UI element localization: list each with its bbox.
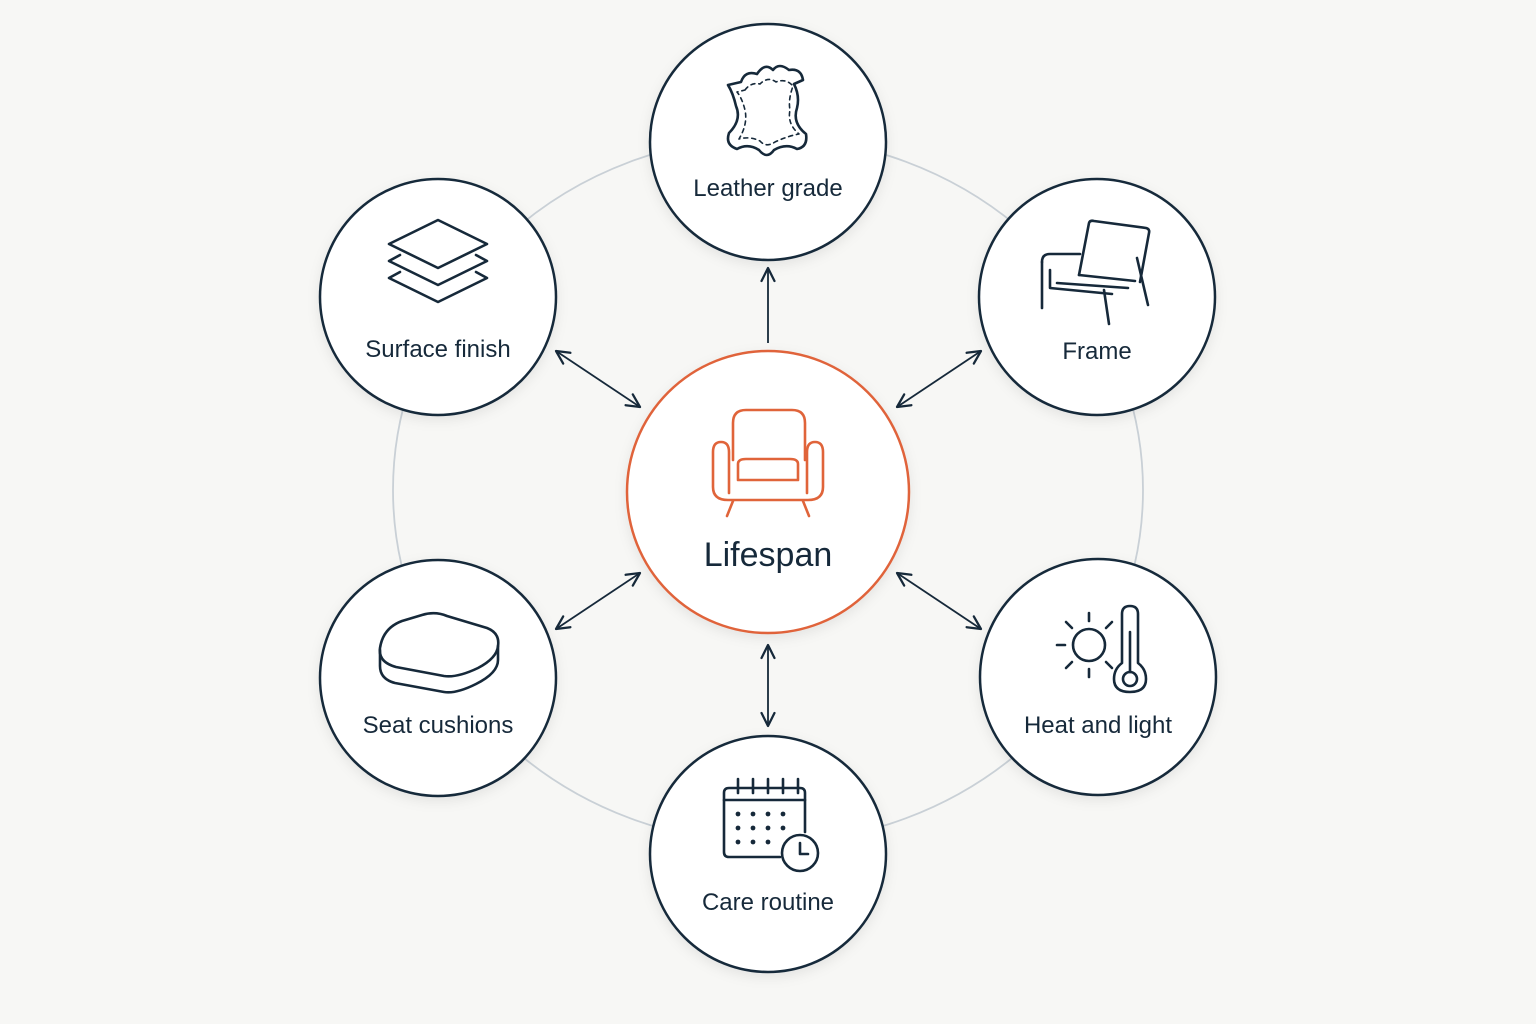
node-label-seat-cushions: Seat cushions bbox=[363, 712, 514, 739]
armchair-icon bbox=[711, 408, 825, 518]
node-label-care-routine: Care routine bbox=[702, 889, 834, 916]
node-label-surface-finish: Surface finish bbox=[365, 336, 510, 363]
connector-seat-cushions bbox=[554, 571, 642, 631]
connector-surface-finish bbox=[554, 349, 642, 409]
node-care-routine: Care routine bbox=[648, 734, 888, 974]
center-node-lifespan: Lifespan bbox=[625, 349, 911, 635]
node-label-leather-grade: Leather grade bbox=[693, 175, 842, 202]
cushion-icon bbox=[378, 611, 500, 694]
sun-thermometer-icon bbox=[1055, 604, 1148, 694]
node-label-frame: Frame bbox=[1062, 338, 1131, 365]
connector-heat-and-light bbox=[895, 571, 983, 631]
connector-frame bbox=[895, 349, 983, 409]
node-frame: Frame bbox=[977, 177, 1217, 417]
node-seat-cushions: Seat cushions bbox=[318, 558, 558, 798]
leather-hide-icon bbox=[726, 64, 808, 157]
node-leather-grade: Leather grade bbox=[648, 22, 888, 262]
calendar-clock-icon bbox=[722, 777, 820, 873]
node-surface-finish: Surface finish bbox=[318, 177, 558, 417]
chair-frame-icon bbox=[1040, 219, 1151, 326]
connectors bbox=[554, 266, 983, 728]
layers-icon bbox=[387, 218, 489, 304]
center-label: Lifespan bbox=[704, 536, 833, 574]
node-label-heat-and-light: Heat and light bbox=[1024, 712, 1172, 739]
node-heat-and-light: Heat and light bbox=[978, 557, 1218, 797]
